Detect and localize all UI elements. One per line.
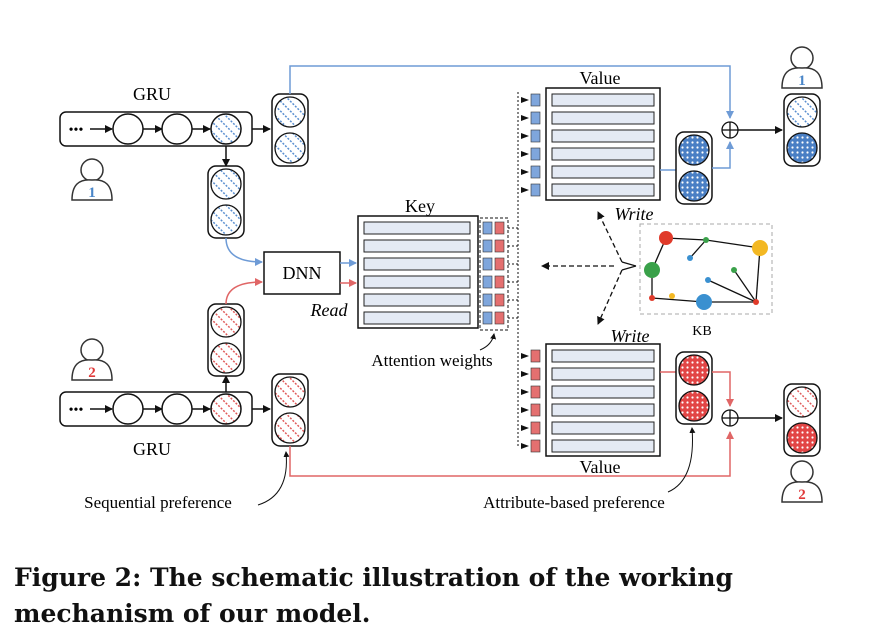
user-1-icon: 1 [71,158,113,201]
user-2-number-right: 2 [798,487,806,503]
plus-top [721,121,739,139]
kb-label: KB [692,324,711,339]
gru-top-dots: ••• [69,123,84,138]
value-top-label: Value [580,68,621,88]
seq-stack-top-to-dnn [207,165,245,239]
attention-weights [479,217,518,331]
seq-pref-stack-top [271,93,309,167]
seq-pref-line-top [289,65,734,119]
user-2-icon: 2 [71,338,113,381]
gru-bottom: ••• GRU [59,375,271,459]
attr-pref-stack-top [675,131,713,205]
value-top-weights [521,93,541,197]
seq-pref-line-bottom [289,431,734,477]
final-pref-stack-bottom [783,383,821,457]
read-label: Read [310,300,349,320]
dnn-label: DNN [283,263,322,283]
kb-write-arrows [541,211,637,325]
seq-stack-bottom-to-dnn [207,303,245,377]
value-top-matrix [545,87,661,201]
gru-bottom-cell [112,393,144,425]
model-diagram: GRU ••• 1 ••• [59,46,823,512]
attr-pref-stack-bottom [675,351,713,425]
write-top-label: Write [615,204,654,224]
value-bottom-weights [521,349,541,453]
figure-caption: Figure 2: The schematic illustration of … [14,563,733,628]
dnn-input-red [225,278,263,305]
dnn-box [263,251,341,295]
gru-top-cell [112,113,144,145]
user-1-icon-right: 1 [781,46,823,89]
gru-top: GRU ••• [59,84,271,167]
gru-bottom-dots: ••• [69,403,84,418]
gru-bottom-cell [161,393,193,425]
sequential-preference-pointer [257,451,290,506]
value-bottom-label: Value [580,457,621,477]
key-matrix [357,215,479,329]
attribute-preference-pointer [667,427,696,493]
knowledge-base-graph [639,223,773,315]
user-1-number: 1 [88,185,96,201]
value-bottom-matrix [545,343,661,457]
attention-weights-pointer [479,333,497,351]
seq-pref-stack-bottom [271,373,309,447]
gru-bottom-label: GRU [133,439,171,459]
attribute-preference-label: Attribute-based preference [483,493,665,512]
dnn-input-blue [225,237,263,266]
write-bottom-label: Write [611,326,650,346]
user-2-number: 2 [88,365,96,381]
gru-top-label: GRU [133,84,171,104]
key-label: Key [405,196,435,216]
attention-weights-label: Attention weights [371,351,492,370]
gru-top-cell [161,113,193,145]
gru-top-hidden-cell [210,113,242,145]
user-2-icon-right: 2 [781,460,823,503]
plus-bottom [721,409,739,427]
final-pref-stack-top [783,93,821,167]
sequential-preference-label: Sequential preference [84,493,232,512]
gru-bottom-hidden-cell [210,393,242,425]
user-1-number-right: 1 [798,73,806,89]
